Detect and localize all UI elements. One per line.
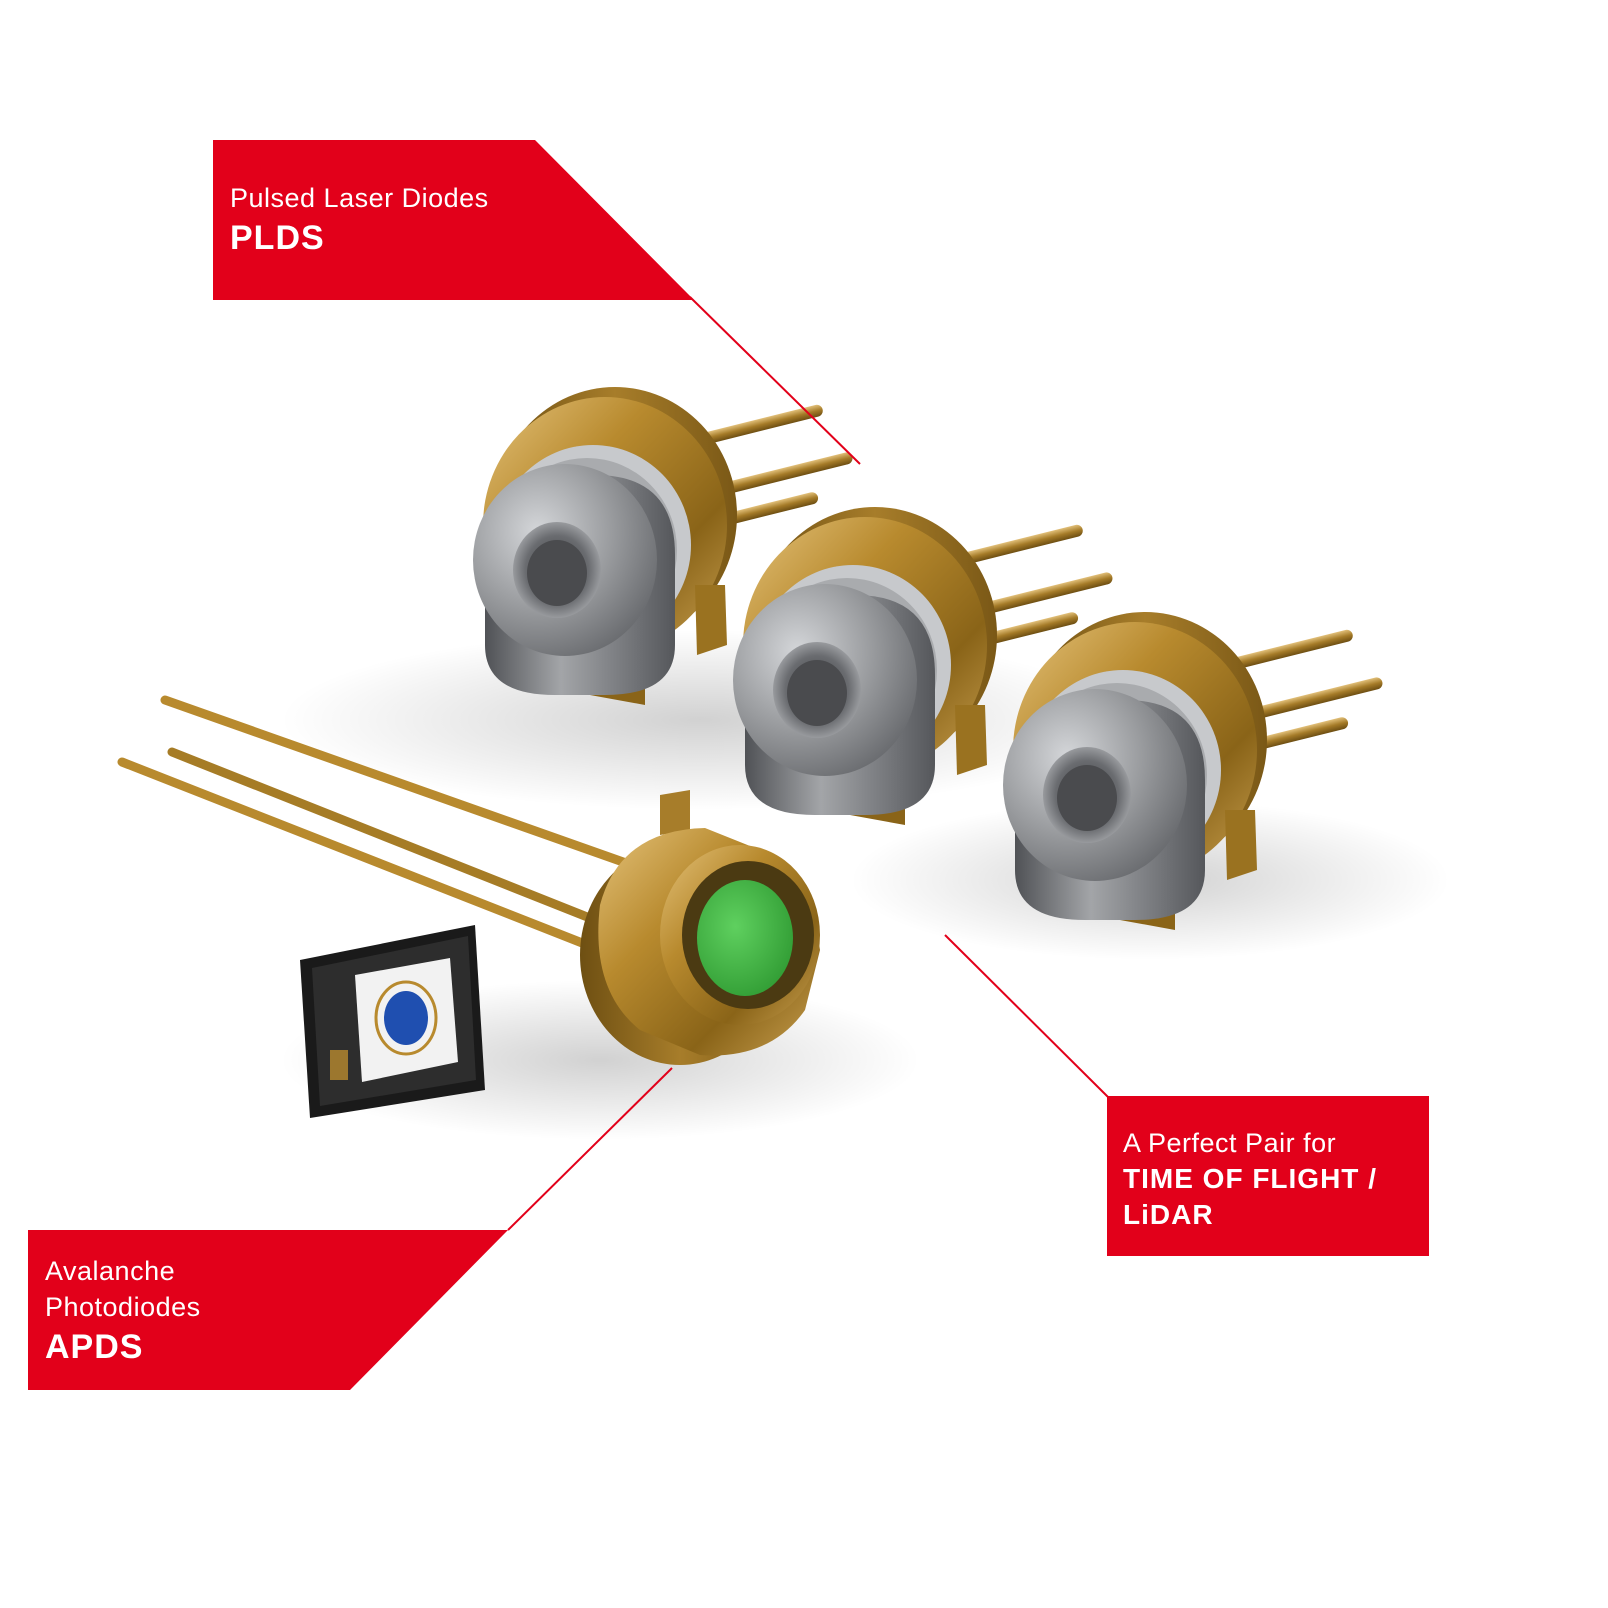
plds-subtitle: Pulsed Laser Diodes	[230, 183, 489, 213]
apds-callout-panel	[28, 1230, 508, 1390]
plds-title: PLDS	[230, 219, 325, 257]
lidar-title-line1: TIME OF FLIGHT /	[1123, 1163, 1377, 1194]
chip-dot-icon	[384, 991, 428, 1045]
apd-smd-chip	[300, 925, 485, 1118]
lidar-callout-panel	[1107, 1096, 1429, 1256]
plds-leader-line	[689, 296, 861, 465]
plds-callout-panel	[213, 140, 694, 300]
apds-subtitle-line1: Avalanche	[45, 1256, 176, 1286]
avalanche-photodiode-can	[580, 790, 820, 1065]
lidar-title-line2: LiDAR	[1123, 1199, 1214, 1230]
lidar-leader-line	[944, 934, 1109, 1098]
photodiode-leads	[117, 695, 645, 955]
apds-subtitle-line2: Photodiodes	[45, 1292, 201, 1322]
apds-callout: Avalanche Photodiodes APDS	[45, 1253, 201, 1369]
lidar-callout: A Perfect Pair for TIME OF FLIGHT / LiDA…	[1123, 1125, 1377, 1233]
lidar-subtitle: A Perfect Pair for	[1123, 1128, 1337, 1158]
apds-title: APDS	[45, 1328, 144, 1366]
apds-leader-line	[507, 1067, 673, 1231]
plds-callout: Pulsed Laser Diodes PLDS	[230, 180, 489, 260]
apd-window-icon	[697, 880, 793, 996]
